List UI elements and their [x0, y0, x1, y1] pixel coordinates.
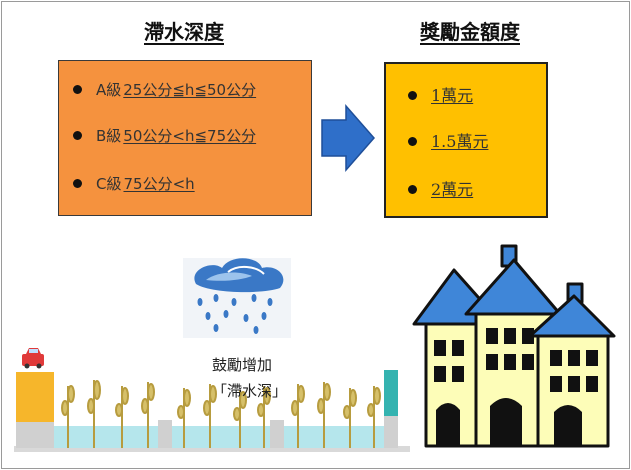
depth-range: 50公分<h≦75公分 [123, 127, 257, 145]
embankment-right [384, 416, 398, 448]
depth-range: 75公分<h [123, 175, 195, 193]
grade-label: B級 [96, 127, 122, 145]
encouragement-caption: 鼓勵增加 「滯水深」 [212, 352, 287, 404]
bullet-icon [73, 85, 82, 94]
car-icon [22, 348, 44, 369]
depth-range: 25公分≦h≦50公分 [123, 81, 257, 99]
reward-item-b: 1.5萬元 [408, 128, 488, 152]
reward-amount: 2萬元 [431, 180, 474, 199]
houses-icon [412, 244, 616, 448]
reward-amount: 1萬元 [431, 86, 474, 105]
reward-item-c: 2萬元 [408, 176, 473, 200]
rain-cloud-icon [183, 258, 291, 338]
bullet-icon [408, 137, 417, 146]
caption-line-1: 鼓勵增加 [212, 356, 273, 374]
bullet-icon [73, 131, 82, 140]
right-arrow-icon [321, 104, 375, 172]
reward-heading: 獎勵金額度 [420, 20, 520, 44]
depth-heading: 滯水深度 [144, 20, 224, 44]
caption-line-2: 「滯水深」 [212, 382, 288, 400]
embankment-right-top [384, 370, 398, 416]
grade-label: A級 [96, 81, 122, 99]
reward-item-a: 1萬元 [408, 82, 473, 106]
reward-amount: 1.5萬元 [431, 132, 489, 151]
ground-strip [14, 446, 410, 452]
paddy-water [54, 426, 384, 448]
bullet-icon [73, 179, 82, 188]
bullet-icon [408, 91, 417, 100]
paddy-ridges [158, 420, 284, 448]
bullet-icon [408, 185, 417, 194]
rice-plant-icon [61, 380, 381, 448]
grade-label: C級 [96, 175, 122, 193]
reward-amount-box: 1萬元 1.5萬元 2萬元 [384, 62, 548, 218]
embankment-left [16, 372, 54, 422]
embankment-left-base [16, 422, 54, 448]
